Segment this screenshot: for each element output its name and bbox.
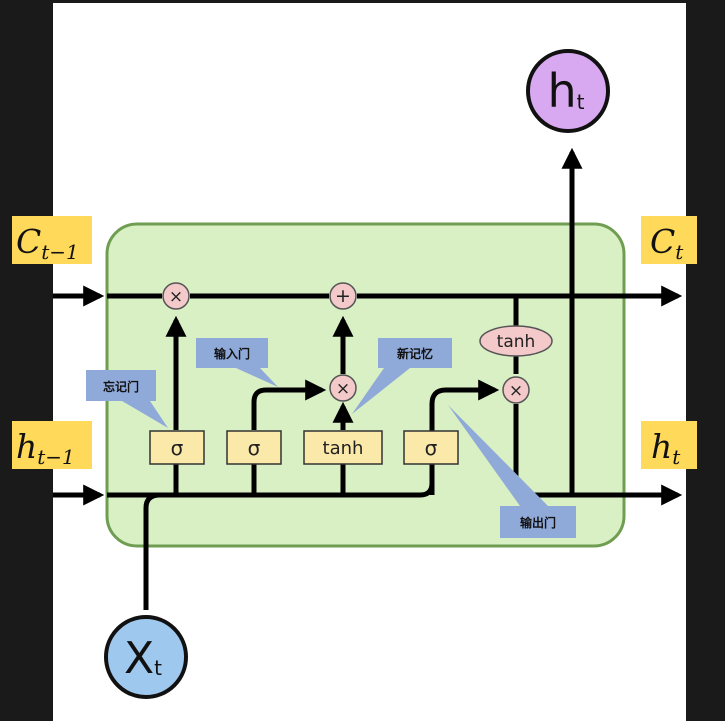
input-gate-label: σ [248, 436, 261, 460]
candidate-label: tanh [323, 438, 364, 459]
new-memory-callout-text: 新记忆 [397, 346, 433, 361]
svg-text:ht: ht [651, 427, 681, 469]
svg-text:Xt: Xt [124, 633, 162, 684]
h-prev-label: ht−1 [12, 421, 92, 469]
svg-text:ht: ht [548, 64, 585, 118]
forget-multiply-symbol: × [169, 287, 183, 307]
x-input-symbol: X [124, 633, 154, 684]
input-multiply-node: × [329, 374, 357, 402]
candidate-box: tanh [303, 430, 383, 465]
output-gate-label: σ [425, 436, 438, 460]
output-gate-box: σ [403, 430, 459, 465]
output-gate-callout-text: 输出门 [520, 515, 556, 530]
input-gate-callout-text: 输入门 [214, 346, 250, 361]
x-input-line [143, 492, 161, 610]
c-next-label: Ct [641, 216, 697, 264]
input-gate-box: σ [226, 430, 282, 465]
x-input-node: Xt [104, 615, 188, 699]
svg-text:Ct: Ct [650, 222, 684, 264]
output-multiply-node: × [502, 376, 530, 404]
input-gate-callout: 输入门 [196, 338, 278, 387]
c-prev-label: Ct−1 [12, 216, 92, 264]
h-next-subscript: t [672, 445, 681, 469]
output-multiply-symbol: × [509, 381, 523, 401]
forget-gate-callout-text: 忘记门 [103, 379, 139, 394]
h-prev-symbol: h [16, 427, 37, 466]
input-multiply-symbol: × [336, 379, 350, 399]
c-prev-subscript: t−1 [41, 240, 79, 264]
output-gate-callout: 输出门 [448, 405, 576, 538]
forget-gate-box: σ [149, 430, 205, 465]
lstm-cell-box [105, 222, 626, 548]
forget-gate-callout: 忘记门 [86, 370, 168, 428]
x-input-subscript: t [154, 656, 162, 680]
h-output-subscript: t [577, 90, 585, 114]
cell-tanh-label: tanh [497, 332, 536, 352]
forget-multiply-node: × [162, 282, 190, 310]
add-symbol: + [335, 285, 351, 307]
input-gate-arrow [251, 379, 327, 430]
h-next-label: ht [641, 421, 697, 469]
h-next-symbol: h [651, 427, 672, 466]
new-memory-callout: 新记忆 [352, 338, 452, 414]
h-output-node: ht [526, 49, 610, 133]
cell-tanh-node: tanh [479, 325, 553, 357]
svg-text:ht−1: ht−1 [16, 427, 75, 469]
forget-gate-label: σ [171, 436, 184, 460]
h-output-symbol: h [548, 64, 577, 118]
c-prev-symbol: C [16, 222, 41, 261]
h-prev-subscript: t−1 [37, 445, 75, 469]
c-next-symbol: C [650, 222, 675, 261]
c-next-subscript: t [675, 240, 684, 264]
svg-text:Ct−1: Ct−1 [16, 222, 79, 264]
add-node: + [329, 282, 357, 310]
